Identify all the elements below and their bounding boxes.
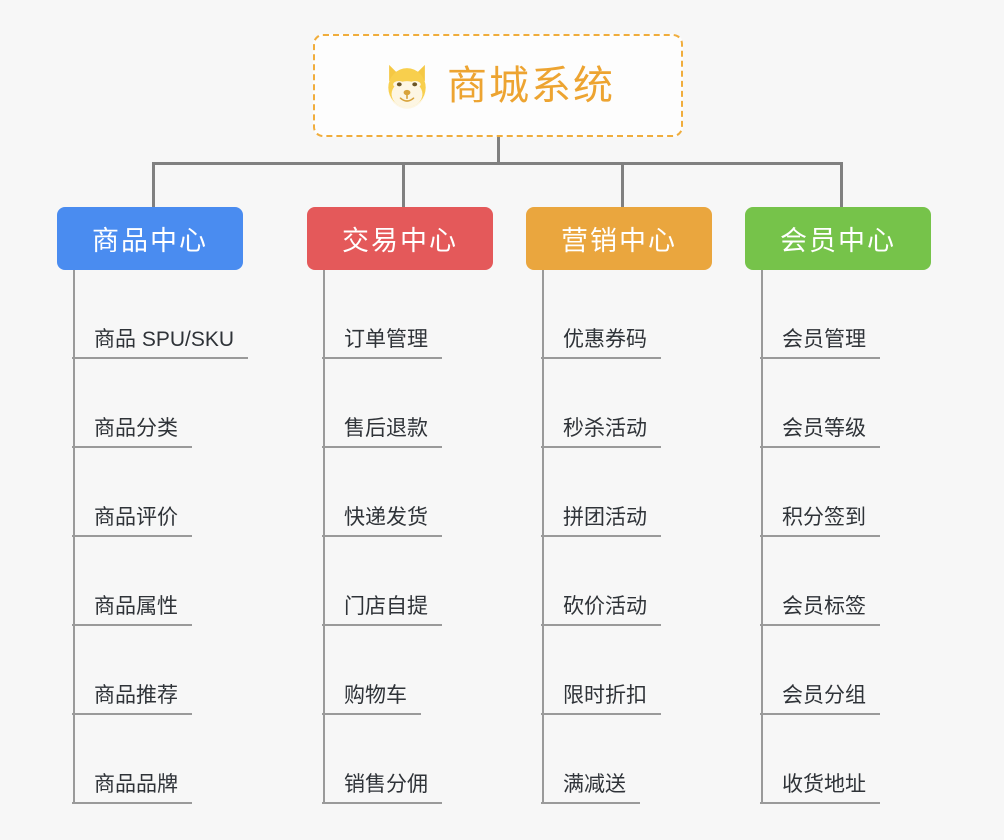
leaf-rail	[73, 270, 75, 804]
leaf-item-label: 商品分类	[72, 417, 192, 448]
leaf-item-label: 商品推荐	[72, 684, 192, 715]
leaf-item[interactable]: 商品分类	[72, 359, 243, 448]
leaf-item-label: 砍价活动	[541, 595, 661, 626]
leaf-item[interactable]: 收货地址	[760, 715, 931, 804]
leaf-item[interactable]: 门店自提	[322, 537, 493, 626]
leaf-item-label: 商品评价	[72, 506, 192, 537]
header-drop-connector-4	[840, 162, 843, 207]
leaf-item-label: 订单管理	[322, 328, 442, 359]
leaf-item-label: 限时折扣	[541, 684, 661, 715]
leaf-item-label: 商品 SPU/SKU	[72, 328, 249, 359]
leaf-item-label: 积分签到	[760, 506, 880, 537]
category-header-label: 商品中心	[92, 226, 208, 256]
leaf-item[interactable]: 商品品牌	[72, 715, 243, 804]
leaf-item-label: 会员等级	[760, 417, 880, 448]
leaf-item-label: 门店自提	[322, 595, 442, 626]
leaf-item[interactable]: 快递发货	[322, 448, 493, 537]
leaf-item-label: 收货地址	[760, 773, 880, 804]
leaf-item[interactable]: 砍价活动	[541, 537, 712, 626]
leaf-item-label: 会员管理	[760, 328, 880, 359]
leaf-item-label: 满减送	[541, 773, 640, 804]
leaf-list: 订单管理售后退款快递发货门店自提购物车销售分佣	[322, 270, 493, 804]
leaf-item[interactable]: 订单管理	[322, 270, 493, 359]
header-drop-connector-1	[152, 162, 155, 207]
category-header-1[interactable]: 商品中心	[57, 207, 243, 270]
category-column: 交易中心订单管理售后退款快递发货门店自提购物车销售分佣	[307, 207, 493, 804]
root-node[interactable]: 商城系统	[313, 34, 683, 137]
category-header-2[interactable]: 交易中心	[307, 207, 493, 270]
leaf-rail	[542, 270, 544, 804]
leaf-item-label: 销售分佣	[322, 773, 442, 804]
leaf-item[interactable]: 优惠券码	[541, 270, 712, 359]
leaf-list: 商品 SPU/SKU 商品分类商品评价商品属性商品推荐商品品牌	[72, 270, 249, 804]
leaf-item-label: 会员标签	[760, 595, 880, 626]
leaf-item[interactable]: 商品 SPU/SKU	[72, 270, 249, 359]
category-header-label: 会员中心	[780, 226, 896, 256]
category-column: 会员中心会员管理会员等级积分签到会员标签会员分组收货地址	[745, 207, 931, 804]
leaf-item[interactable]: 会员标签	[760, 537, 931, 626]
leaf-item[interactable]: 积分签到	[760, 448, 931, 537]
category-header-4[interactable]: 会员中心	[745, 207, 931, 270]
leaf-item-label: 购物车	[322, 684, 421, 715]
leaf-item-label: 商品属性	[72, 595, 192, 626]
leaf-item[interactable]: 拼团活动	[541, 448, 712, 537]
leaf-item[interactable]: 商品推荐	[72, 626, 243, 715]
leaf-item[interactable]: 会员管理	[760, 270, 931, 359]
category-column: 商品中心商品 SPU/SKU 商品分类商品评价商品属性商品推荐商品品牌	[57, 207, 249, 804]
root-title: 商城系统	[447, 63, 615, 108]
leaf-list: 会员管理会员等级积分签到会员标签会员分组收货地址	[760, 270, 931, 804]
category-header-3[interactable]: 营销中心	[526, 207, 712, 270]
leaf-list: 优惠券码秒杀活动拼团活动砍价活动限时折扣满减送	[541, 270, 712, 804]
leaf-item-label: 拼团活动	[541, 506, 661, 537]
root-stem-connector	[497, 137, 500, 165]
category-header-label: 交易中心	[342, 226, 458, 256]
header-drop-connector-3	[621, 162, 624, 207]
horizontal-bus-connector	[152, 162, 843, 165]
category-header-label: 营销中心	[561, 226, 677, 256]
leaf-item[interactable]: 售后退款	[322, 359, 493, 448]
leaf-item-label: 商品品牌	[72, 773, 192, 804]
category-column: 营销中心优惠券码秒杀活动拼团活动砍价活动限时折扣满减送	[526, 207, 712, 804]
leaf-item-label: 售后退款	[322, 417, 442, 448]
leaf-item[interactable]: 限时折扣	[541, 626, 712, 715]
leaf-item[interactable]: 秒杀活动	[541, 359, 712, 448]
leaf-item[interactable]: 会员分组	[760, 626, 931, 715]
leaf-item[interactable]: 商品评价	[72, 448, 243, 537]
leaf-item-label: 会员分组	[760, 684, 880, 715]
leaf-rail	[323, 270, 325, 804]
leaf-rail	[761, 270, 763, 804]
header-drop-connector-2	[402, 162, 405, 207]
shiba-dog-face-icon	[388, 64, 426, 109]
leaf-item[interactable]: 会员等级	[760, 359, 931, 448]
leaf-item[interactable]: 商品属性	[72, 537, 243, 626]
leaf-item[interactable]: 购物车	[322, 626, 493, 715]
leaf-item[interactable]: 满减送	[541, 715, 712, 804]
leaf-item[interactable]: 销售分佣	[322, 715, 493, 804]
leaf-item-label: 秒杀活动	[541, 417, 661, 448]
leaf-item-label: 快递发货	[322, 506, 442, 537]
leaf-item-label: 优惠券码	[541, 328, 661, 359]
